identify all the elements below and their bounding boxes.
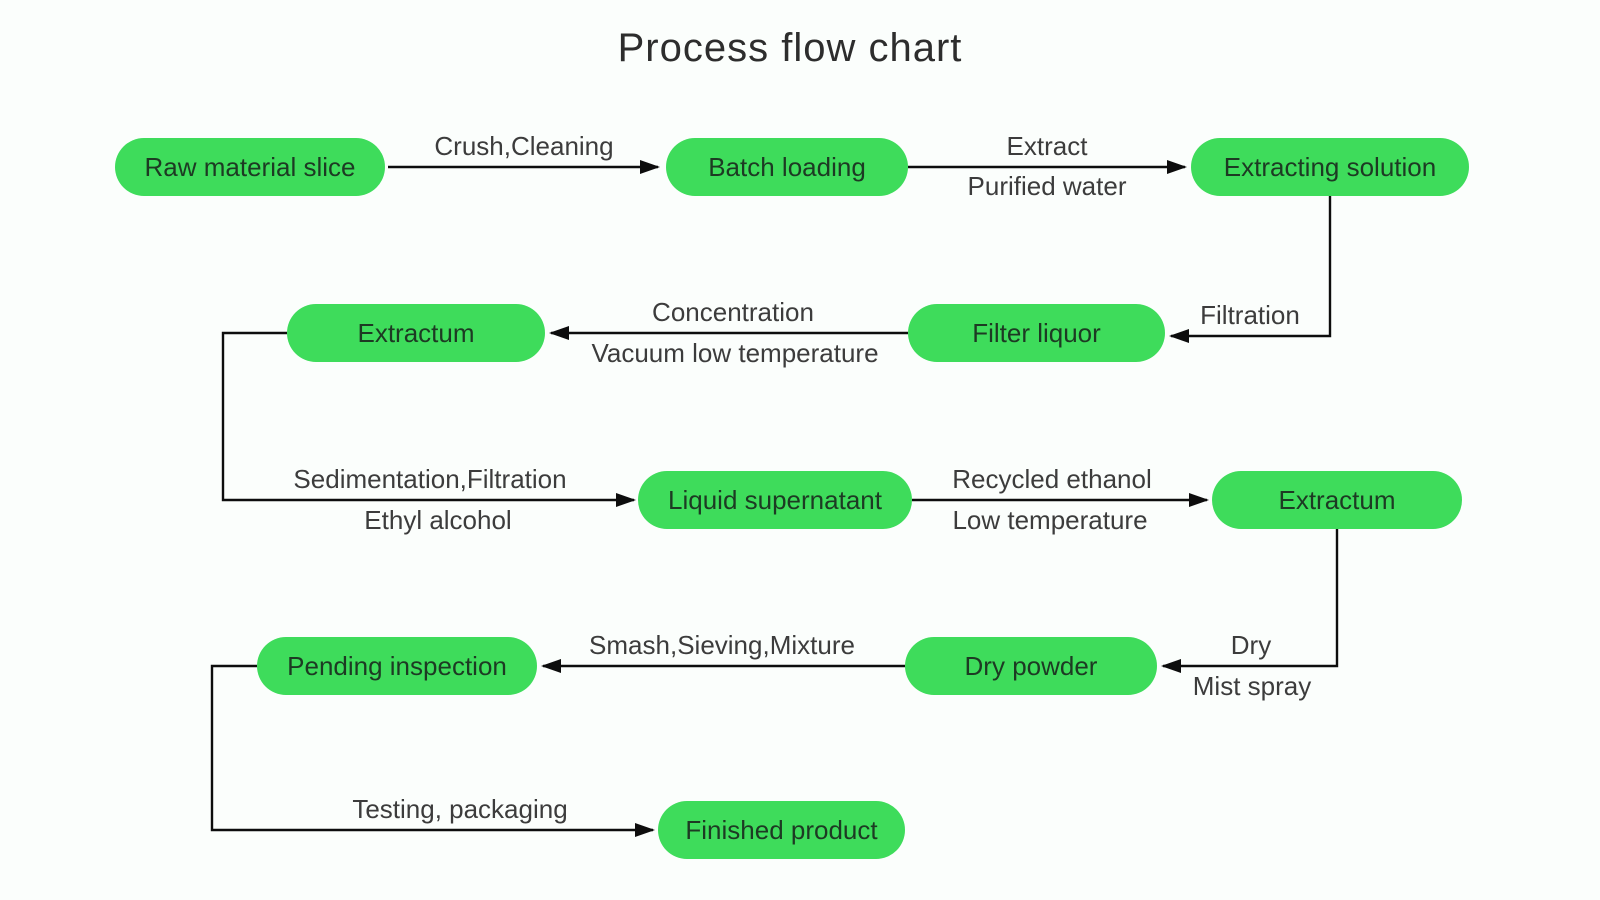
edge-label-extract: Extract [1006,131,1088,161]
edge-label-purified-water: Purified water [967,171,1127,201]
node-filter-liquor: Filter liquor [908,304,1165,362]
node-extracting-solution: Extracting solution [1191,138,1469,196]
edge-label-low-temperature: Low temperature [952,505,1148,535]
edge-label-vacuum-low-temperature: Vacuum low temperature [591,338,879,368]
node-batch-loading: Batch loading [666,138,908,196]
edge-label-filtration: Filtration [1200,300,1300,330]
node-dry-powder: Dry powder [905,637,1157,695]
edge-extracting-solution-filter-liquor [1169,196,1332,343]
edge-label-testing-packaging: Testing, packaging [352,794,568,824]
node-extractum-2: Extractum [1212,471,1462,529]
edge-label-ethyl-alcohol: Ethyl alcohol [364,505,512,535]
node-raw-material-slice: Raw material slice [115,138,385,196]
node-liquid-supernatant: Liquid supernatant [638,471,912,529]
edge-pending-inspection-finished-product [210,664,655,837]
edge-extractum-1-liquid-supernatant [221,331,636,507]
node-extractum-1: Extractum [287,304,545,362]
edge-label-dry: Dry [1230,630,1272,660]
edge-label-mist-spray: Mist spray [1192,671,1312,701]
edge-label-concentration: Concentration [652,297,814,327]
node-pending-inspection: Pending inspection [257,637,537,695]
edge-label-sedimentation-filtration: Sedimentation,Filtration [293,464,567,494]
edge-extractum-2-dry-powder [1161,529,1339,673]
edge-label-crush-cleaning: Crush,Cleaning [434,131,614,161]
page-title: Process flow chart [617,26,963,70]
node-finished-product: Finished product [658,801,905,859]
edge-label-recycled-ethanol: Recycled ethanol [952,464,1152,494]
edge-label-smash-sieving-mixture: Smash,Sieving,Mixture [589,630,855,660]
